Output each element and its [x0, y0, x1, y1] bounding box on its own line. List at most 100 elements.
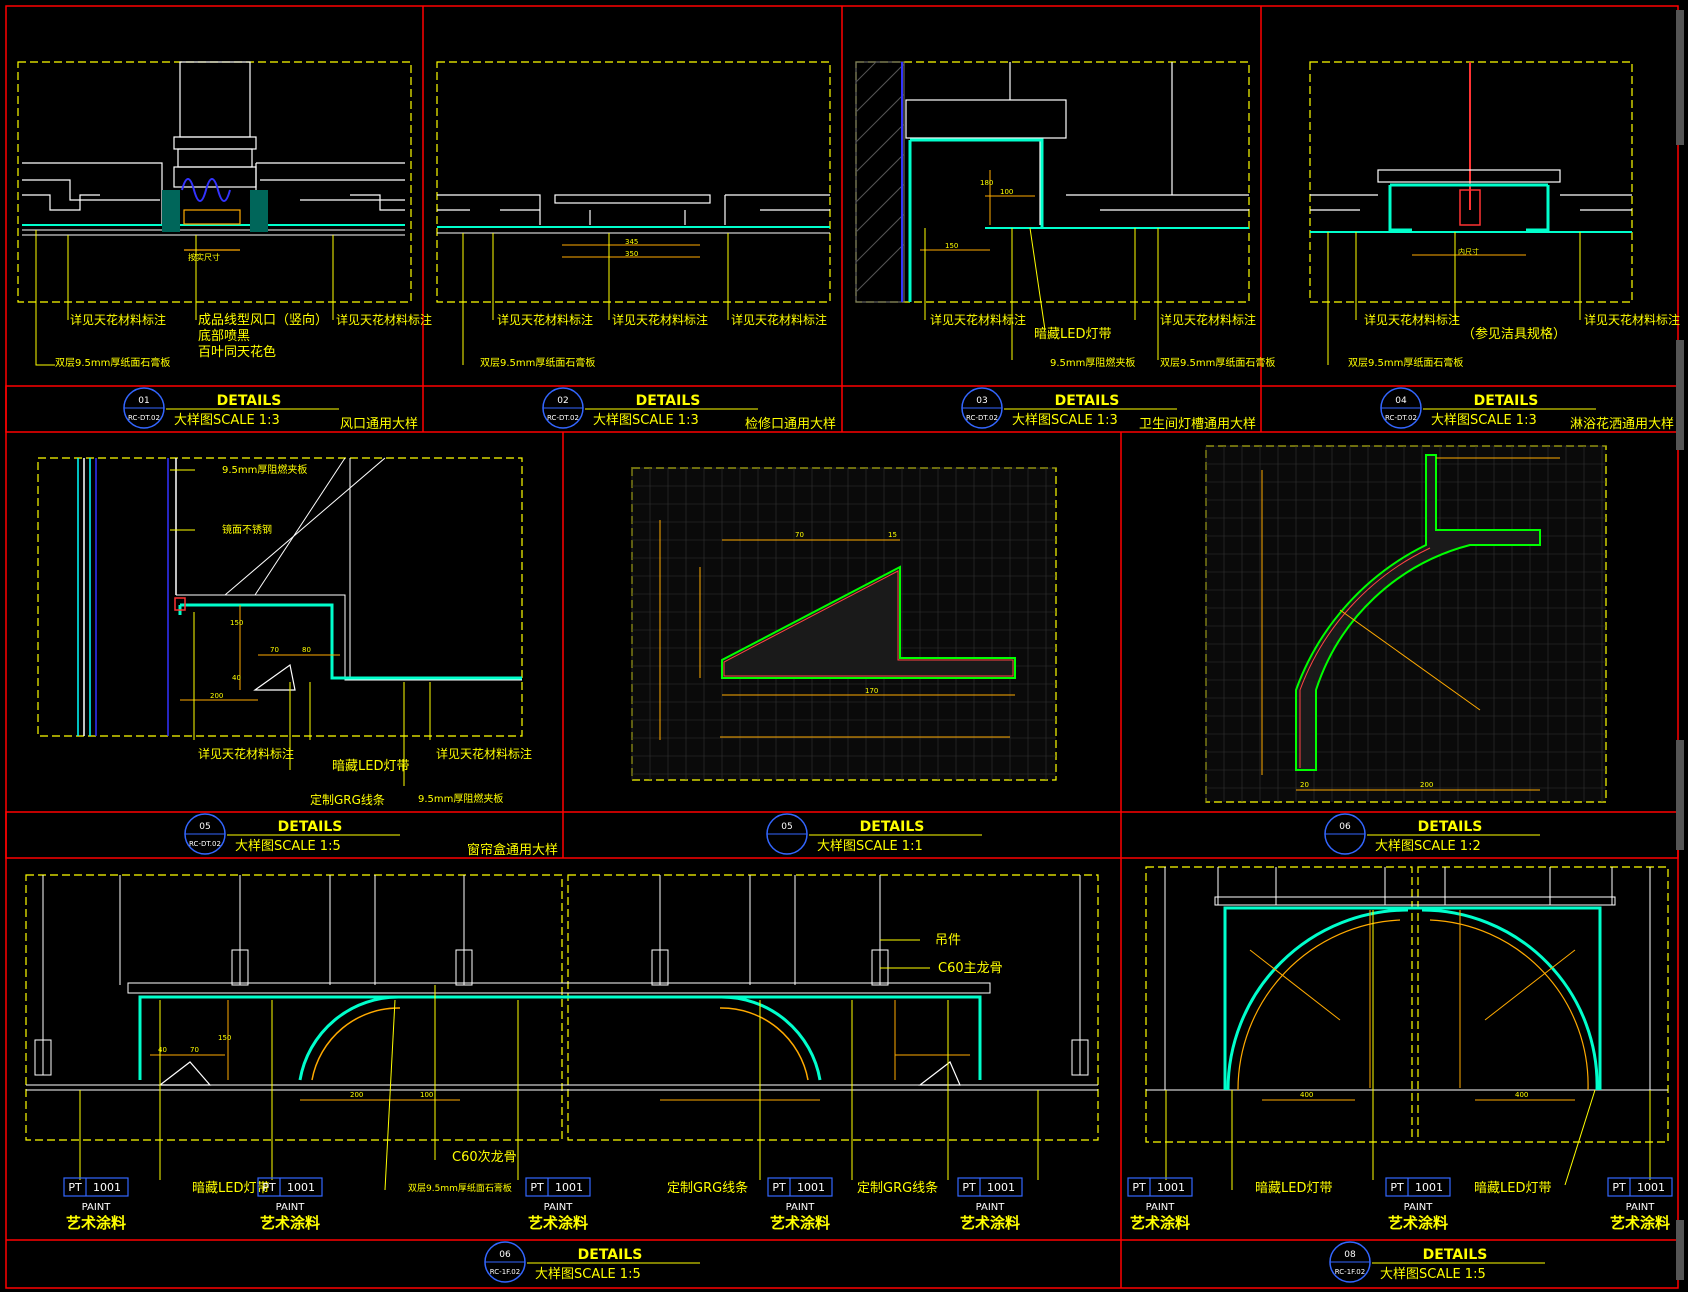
detail-sheet-ref: RC-DT.02: [547, 414, 579, 422]
d5b-dim-1: 70: [795, 531, 804, 539]
paint-tag-code: PT: [772, 1181, 786, 1194]
detail-caption: 卫生间灯槽通用大样: [1139, 417, 1256, 432]
d6a-dim-2: 200: [1420, 781, 1433, 789]
paint-tag-number: 1001: [93, 1181, 121, 1194]
d2-note-1: 详见天花材料标注: [497, 312, 593, 327]
d1-note-3: 底部喷黑: [198, 328, 250, 344]
d6-note-7: 定制GRG线条: [857, 1180, 938, 1196]
d6a-dim-1: 20: [1300, 781, 1309, 789]
sheet-edge-marks: [1676, 10, 1684, 1280]
paint-tag-type: PAINT: [82, 1202, 112, 1213]
d1-note-1: 详见天花材料标注: [70, 312, 166, 327]
detail-number: 02: [557, 396, 568, 406]
d1-note-4: 百叶同天花色: [198, 344, 276, 360]
d6-note-3: C60次龙骨: [452, 1149, 517, 1165]
d8-note-2: 暗藏LED灯带: [1474, 1181, 1551, 1196]
paint-tag-type: PAINT: [976, 1202, 1006, 1213]
d6-note-1: 吊件: [935, 933, 961, 948]
detail-01-drawing: [17, 61, 412, 366]
detail-number: 06: [1339, 822, 1351, 832]
d8-note-1: 暗藏LED灯带: [1255, 1181, 1332, 1196]
d6-note-6: 定制GRG线条: [667, 1180, 748, 1196]
detail-05-drawing: [37, 457, 523, 786]
paint-tag-code: PT: [962, 1181, 976, 1194]
detail-number: 04: [1395, 396, 1407, 406]
paint-tag-number: 1001: [987, 1181, 1015, 1194]
d3-note-3: 详见天花材料标注: [1160, 312, 1256, 327]
paint-tag-name: 艺术涂料: [960, 1214, 1020, 1232]
paint-tag-number: 1001: [797, 1181, 825, 1194]
detail-number: 05: [199, 822, 210, 832]
d5-dim-3: 80: [302, 646, 311, 654]
d6-note-5: 暗藏LED灯带: [192, 1181, 269, 1196]
detail-scale: 大样图SCALE 1:1: [817, 839, 923, 854]
paint-tag-number: 1001: [287, 1181, 315, 1194]
detail-scale: 大样图SCALE 1:3: [174, 413, 280, 428]
d2-note-4: 双层9.5mm厚纸面石膏板: [480, 356, 595, 369]
d6-dim-5: 70: [190, 1046, 199, 1054]
paint-tag-number: 1001: [1415, 1181, 1443, 1194]
d5-note-4: 暗藏LED灯带: [332, 759, 409, 774]
d5-note-3: 详见天花材料标注: [198, 746, 294, 761]
d2-note-2: 详见天花材料标注: [612, 312, 708, 327]
d3-dim-2: 100: [1000, 188, 1013, 196]
d4-note-3: 详见天花材料标注: [1584, 312, 1680, 327]
d4-note-1: 详见天花材料标注: [1364, 312, 1460, 327]
detail-caption: 检修口通用大样: [745, 417, 836, 432]
d3-note-4: 9.5mm厚阻燃夹板: [1050, 356, 1135, 369]
detail-03-drawing: [855, 61, 1250, 360]
paint-tag-type: PAINT: [1626, 1202, 1656, 1213]
paint-tag-type: PAINT: [786, 1202, 816, 1213]
d6-dim-2: 100: [420, 1091, 433, 1099]
d5-dim-2: 40: [232, 674, 241, 682]
detail-caption: 淋浴花洒通用大样: [1570, 416, 1674, 432]
detail-sheet-ref: RC-DT.02: [189, 840, 221, 848]
detail-scale: 大样图SCALE 1:3: [1012, 413, 1118, 428]
d4-note-4: 双层9.5mm厚纸面石膏板: [1348, 356, 1463, 369]
paint-tag-code: PT: [1390, 1181, 1404, 1194]
paint-tag-type: PAINT: [1404, 1202, 1434, 1213]
detail-number: 08: [1344, 1250, 1356, 1260]
detail-02-drawing: [436, 61, 831, 365]
d3-note-1: 详见天花材料标注: [930, 312, 1026, 327]
detail-sheet-ref: RC-1F.02: [490, 1268, 520, 1276]
d2-dim-2: 350: [625, 250, 638, 258]
d2-dim-1: 345: [625, 238, 638, 246]
detail-title: DETAILS: [1474, 393, 1539, 409]
d2-note-3: 详见天花材料标注: [731, 312, 827, 327]
paint-tag-code: PT: [68, 1181, 82, 1194]
detail-scale: 大样图SCALE 1:5: [1380, 1267, 1486, 1282]
d8-dim-2: 400: [1515, 1091, 1528, 1099]
d5b-dim-3: 170: [865, 687, 878, 695]
detail-04-drawing: [1309, 61, 1633, 365]
detail-number: 05: [781, 822, 792, 832]
d8-dim-1: 400: [1300, 1091, 1313, 1099]
paint-tag-name: 艺术涂料: [528, 1214, 588, 1232]
detail-06a-drawing: [1205, 445, 1607, 803]
d5-note-2: 镜面不锈钢: [222, 523, 272, 536]
d1-note-6: 双层9.5mm厚纸面石膏板: [55, 356, 170, 369]
paint-tag-type: PAINT: [544, 1202, 574, 1213]
paint-tag-number: 1001: [555, 1181, 583, 1194]
detail-title: DETAILS: [1418, 819, 1483, 835]
d6-note-4: 双层9.5mm厚纸面石膏板: [408, 1182, 512, 1194]
detail-sheet-ref: RC-DT.02: [966, 414, 998, 422]
detail-title: DETAILS: [278, 819, 343, 835]
d1-note-2: 成品线型风口（竖向）: [198, 312, 328, 328]
d5-dim-1: 70: [270, 646, 279, 654]
